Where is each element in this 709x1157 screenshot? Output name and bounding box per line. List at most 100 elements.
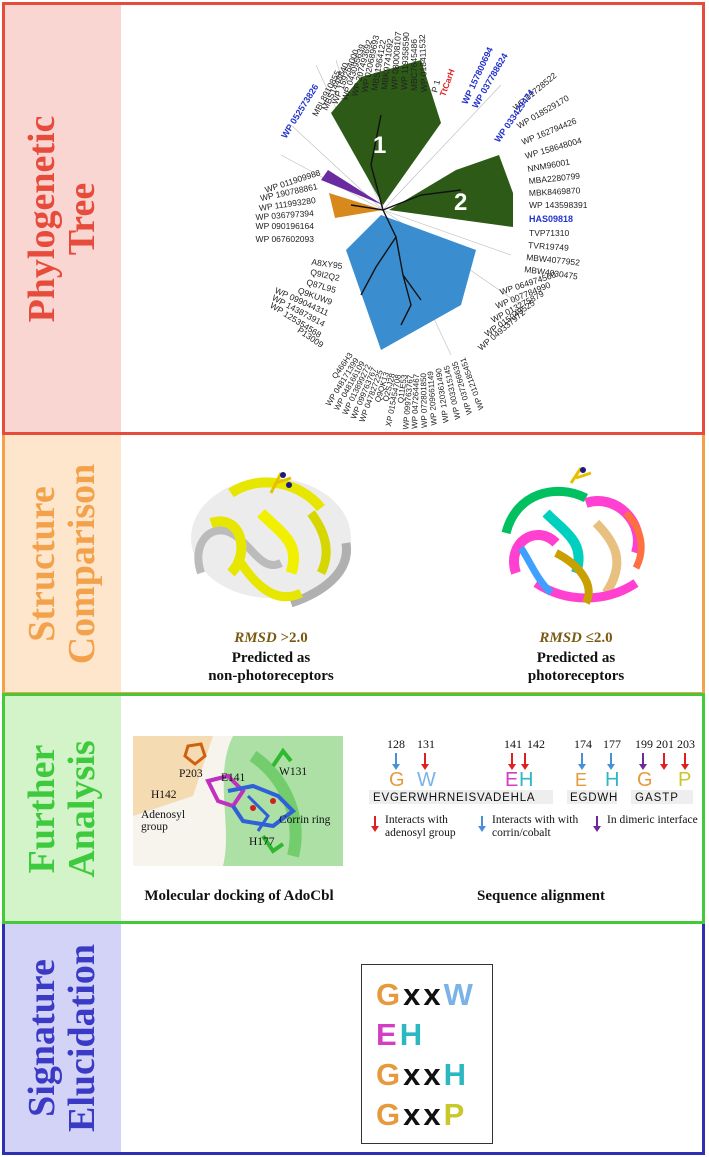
signature-motif-row: GxxP <box>362 1099 492 1130</box>
leaf-right: TVP71310 <box>529 228 569 238</box>
svg-text:H: H <box>605 769 619 791</box>
pos-203: 203 <box>677 738 695 751</box>
leaf-right: WP 143598391 <box>529 200 588 210</box>
phylogenetic-tree-figure: 1 2 WP 01728522 WP 018529170 WP 16279442… <box>255 31 588 430</box>
signature-residue: x <box>423 977 444 1012</box>
svg-text:E: E <box>575 770 587 790</box>
label-h177: H177 <box>249 836 275 848</box>
signature-residue: x <box>423 1057 444 1092</box>
leaf-top: WP 018411532 <box>417 34 429 92</box>
signature-motif-row: EH <box>362 1019 492 1050</box>
docking-figure <box>133 736 343 866</box>
photoreceptor-structure <box>501 467 645 605</box>
leaf-bottom: WP 072801850 <box>419 372 429 428</box>
svg-text:G: G <box>389 769 405 791</box>
leaf-bottom: WP 209661149 <box>426 370 439 425</box>
pos-177: 177 <box>603 738 621 751</box>
signature-residue: G <box>376 1097 404 1132</box>
left-rmsd: RMSD >2.0 <box>234 630 308 646</box>
signature-motif-row: GxxW <box>362 979 492 1010</box>
leaf-left: A8XY95 <box>311 257 344 271</box>
label-corrin-ring: Corrin ring <box>279 814 331 826</box>
leaf-right: MBK8469870 <box>529 185 581 198</box>
signature-residue: H <box>399 1017 426 1052</box>
leaf-left: WP 067602093 <box>256 234 315 244</box>
label-h142: H142 <box>151 789 177 801</box>
label-group: group <box>141 821 168 833</box>
leaf-top: WP 119358590 <box>399 32 411 90</box>
legend-dimeric: In dimeric interface <box>607 814 698 826</box>
leaf-right-highlight: HAS09818 <box>529 214 573 224</box>
clade-1-wedge <box>331 60 441 205</box>
phylogenetic-tree-content: 1 2 WP 01728522 WP 018529170 WP 16279442… <box>121 5 702 432</box>
pos-199: 199 <box>635 738 653 751</box>
signature-residue: x <box>403 977 424 1012</box>
leaf-left: WP 036797394 <box>255 208 314 222</box>
leaf-bottom: WP 047264467 <box>410 373 421 429</box>
sequence-mid: EGDWH <box>570 792 618 804</box>
pos-174: 174 <box>574 738 592 751</box>
leaf-top: MBC7645486 <box>409 39 419 91</box>
signature-residue: x <box>423 1097 444 1132</box>
svg-text:H: H <box>519 769 533 791</box>
signature-motif-row: GxxH <box>362 1059 492 1090</box>
pos-128: 128 <box>387 738 405 751</box>
label-p203: P203 <box>179 768 203 780</box>
signature-residue: P <box>443 1097 468 1132</box>
legend-adenosyl: Interacts with adenosyl group <box>385 814 456 839</box>
leaf-bottom: Q11E53 <box>396 373 409 403</box>
non-photoreceptor-structure <box>191 472 351 608</box>
leaf-right: TVR19749 <box>528 240 570 253</box>
signature-residue: x <box>403 1097 424 1132</box>
leaf-top: P 1 <box>429 78 442 93</box>
alignment-caption: Sequence alignment <box>477 888 605 904</box>
leaf-right: MBA2280799 <box>528 171 581 186</box>
docking-caption: Molecular docking of AdoCbl <box>144 888 334 904</box>
signature-residue: W <box>443 977 476 1012</box>
label-w131: W131 <box>279 766 308 778</box>
svg-text:E: E <box>505 769 518 791</box>
right-rmsd: RMSD ≤2.0 <box>539 630 613 646</box>
further-analysis-content: P203 E141 W131 H142 Adenosyl group Corri… <box>121 696 702 921</box>
leaf-left: WP 090196164 <box>256 221 315 231</box>
sequence-right: GASTP <box>635 792 679 804</box>
clade-label-2: 2 <box>454 189 467 216</box>
svg-text:G: G <box>637 769 653 791</box>
sequence-main: EVGERWHRNEISVADEHLA <box>373 792 535 804</box>
blue-clade-wedge <box>346 215 476 350</box>
signature-residue: H <box>443 1057 470 1092</box>
pos-142: 142 <box>527 738 545 751</box>
clade-label-1: 1 <box>373 132 386 159</box>
purple-clade-wedge <box>321 170 383 205</box>
signature-residue: G <box>376 1057 404 1092</box>
legend-corrin: Interacts with with corrin/cobalt <box>492 814 579 839</box>
label-e141: E141 <box>221 772 246 784</box>
pos-201: 201 <box>656 738 674 751</box>
svg-text:W: W <box>417 769 436 791</box>
label-adenosyl: Adenosyl <box>141 809 186 821</box>
svg-text:P: P <box>678 769 691 791</box>
alignment-figure: 128 131 141 142 174 177 199 201 203 <box>369 738 695 832</box>
signature-residue: G <box>376 977 404 1012</box>
pos-131: 131 <box>417 738 435 751</box>
leaf-top: WP 080008107 <box>389 31 403 90</box>
signature-residue: x <box>403 1057 424 1092</box>
signature-residue: E <box>376 1017 400 1052</box>
